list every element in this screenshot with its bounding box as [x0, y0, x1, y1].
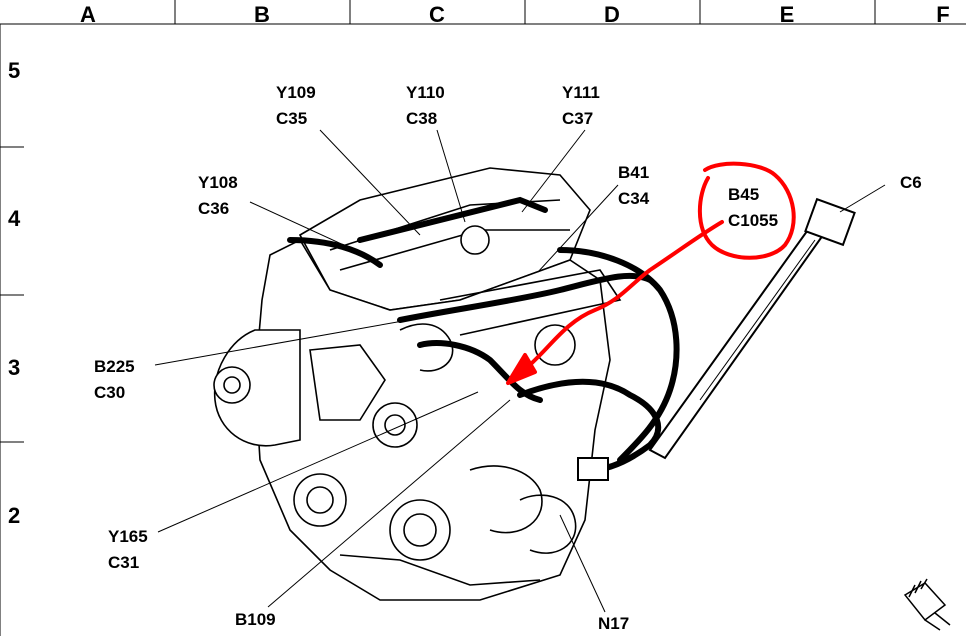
callout-y165: Y165 C31	[108, 524, 148, 576]
grid-column-label: C	[429, 2, 445, 27]
callout-id: B109	[235, 610, 276, 629]
callout-connector: C37	[562, 109, 594, 128]
callout-id: Y165	[108, 527, 148, 546]
callout-id: Y110	[406, 83, 445, 102]
callout-id: B225	[94, 357, 135, 376]
callout-y111: Y111 C37	[562, 80, 600, 132]
grid-row-label: 2	[8, 503, 21, 528]
grid-column-label: F	[936, 2, 950, 27]
callout-y108: Y108 C36	[198, 170, 238, 222]
grid-column-label: B	[254, 2, 270, 27]
callout-b225: B225 C30	[94, 354, 135, 406]
connector-plug-icon	[903, 578, 951, 631]
callout-connector: C1055	[728, 211, 779, 230]
callout-b109: B109	[235, 607, 276, 633]
grid-row-label: 3	[8, 355, 21, 380]
red-highlight	[506, 161, 796, 385]
callout-id: B41	[618, 163, 650, 182]
grid-column-label: D	[604, 2, 620, 27]
callout-b41: B41 C34	[618, 160, 649, 212]
grid-column-label: A	[80, 2, 96, 27]
callout-connector: C31	[108, 553, 140, 572]
callout-connector: C34	[618, 189, 650, 208]
grid-row-label: 4	[8, 206, 21, 231]
highlight-arrowhead	[506, 353, 537, 385]
callout-connector: C36	[198, 199, 230, 218]
highlight-circle	[697, 161, 796, 260]
callout-id: N17	[598, 614, 630, 633]
callout-id: Y108	[198, 173, 238, 192]
callout-id: Y111	[562, 83, 600, 102]
callout-y109: Y109 C35	[276, 80, 316, 132]
leader-lines	[154, 129, 886, 613]
callout-c6: C6	[900, 170, 922, 196]
callout-connector: C6	[900, 173, 922, 192]
callout-connector: C38	[406, 109, 438, 128]
c6-cable	[577, 197, 856, 481]
grid-column-label: E	[779, 2, 795, 27]
callout-connector: C35	[276, 109, 308, 128]
timing-cover	[213, 329, 301, 447]
grid-row-label: 5	[8, 58, 21, 83]
highlight-arrow	[508, 220, 724, 384]
callout-b45: B45 C1055	[728, 182, 778, 234]
callout-connector: C30	[94, 383, 126, 402]
callout-id: B45	[728, 185, 760, 204]
callout-id: Y109	[276, 83, 316, 102]
callout-y110: Y110 C38	[406, 80, 445, 132]
wiring-harness	[287, 196, 680, 473]
callout-n17: N17	[598, 611, 629, 636]
